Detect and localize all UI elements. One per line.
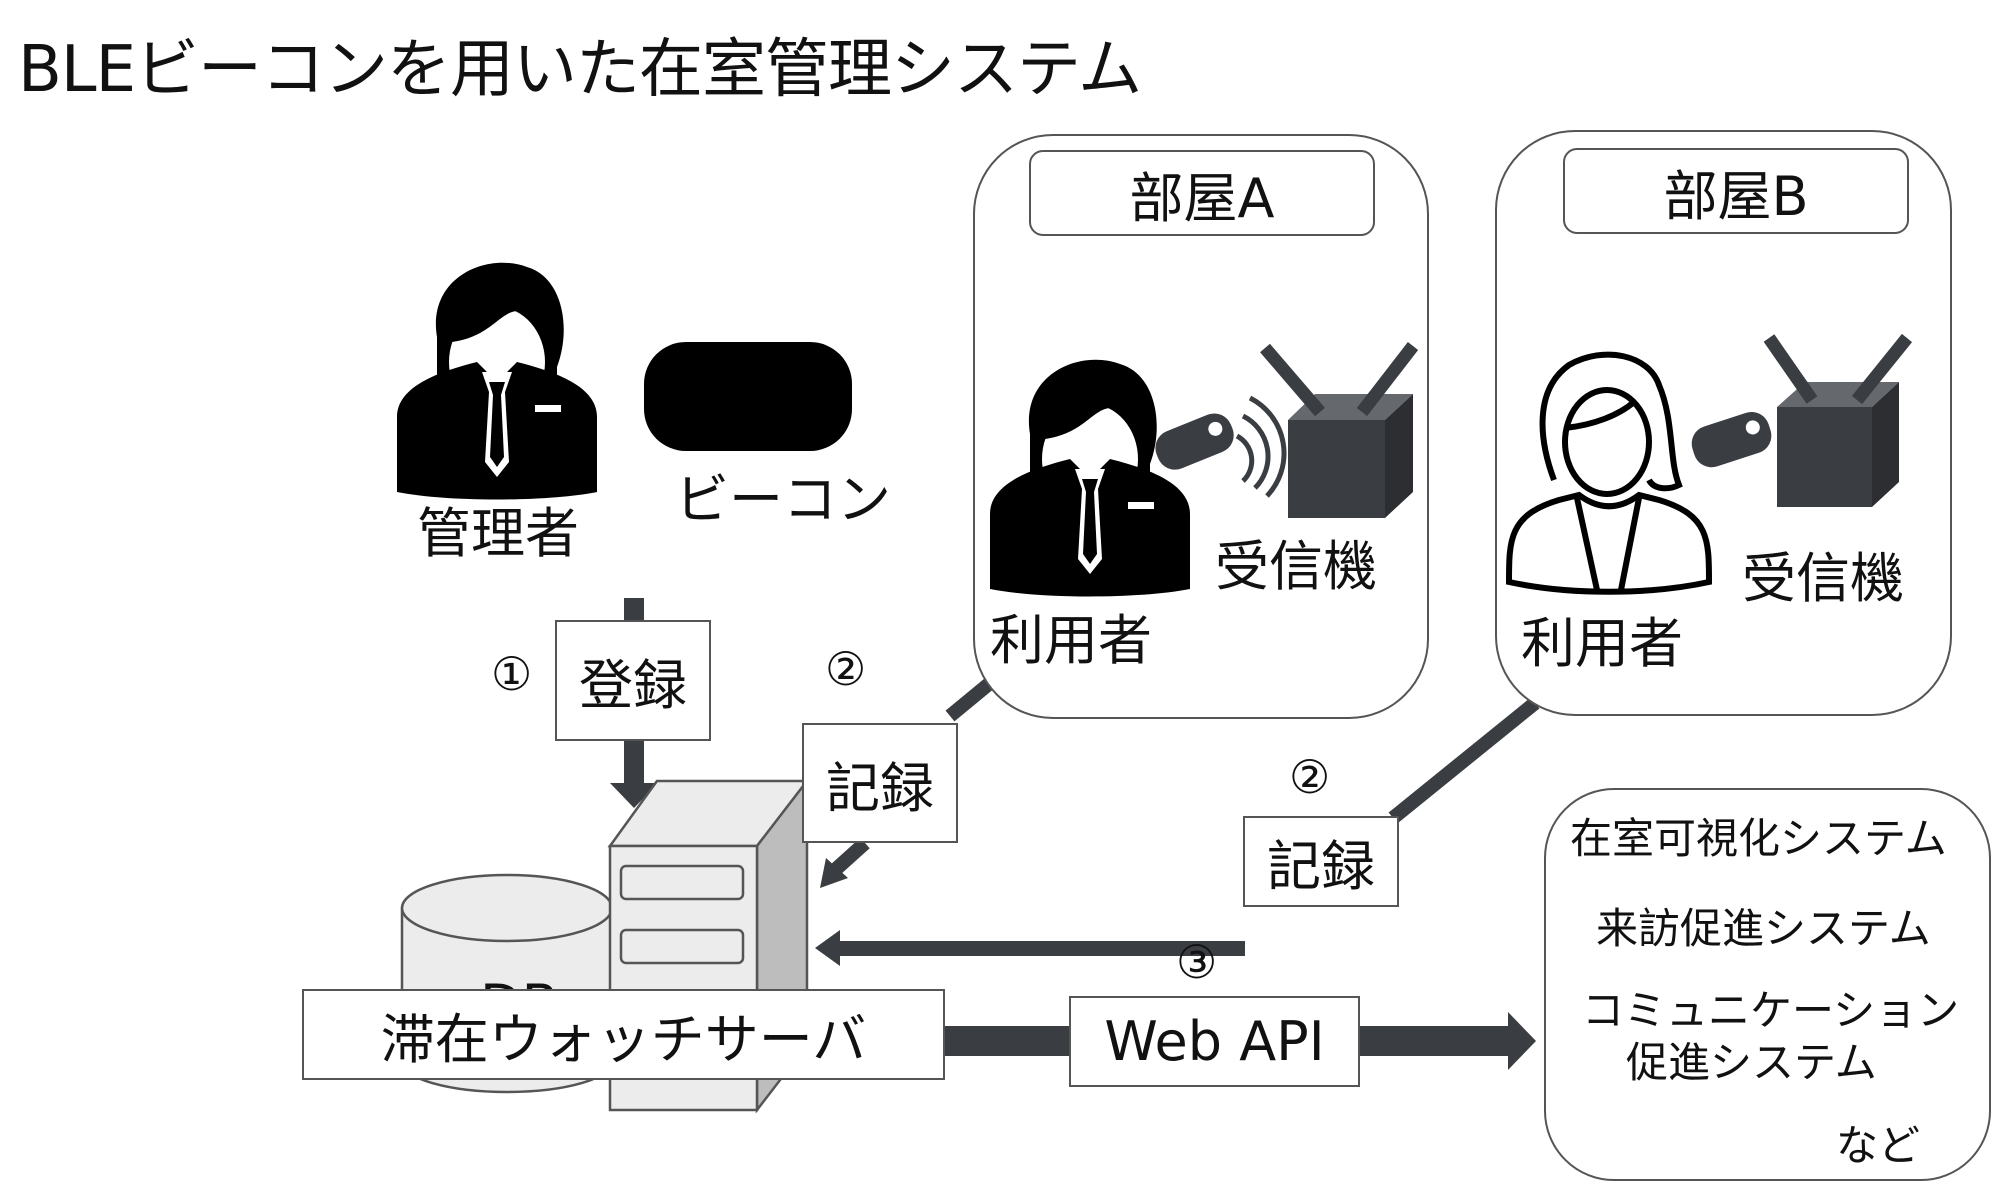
- room-b-graphics: [1505, 333, 1913, 595]
- record-a-label-box: 記録: [802, 723, 958, 843]
- diagram-title: BLEビーコンを用いた在室管理システム: [18, 33, 1142, 107]
- room-a-graphics: [990, 342, 1419, 597]
- arrow-record-b-to-server: [815, 930, 1245, 966]
- step-2b-number: ②: [1289, 750, 1331, 804]
- user-b-person-icon: [1505, 351, 1713, 595]
- beacon-icon: [644, 342, 852, 451]
- receiver-a-label: 受信機: [1215, 535, 1377, 598]
- user-a-person-icon: [990, 359, 1190, 597]
- receiver-b-label: 受信機: [1742, 547, 1904, 610]
- system-item: コミュニケーション: [1582, 986, 1960, 1035]
- system-item: 促進システム: [1626, 1038, 1877, 1087]
- webapi-label-box: Web API: [1069, 996, 1360, 1087]
- server-name-box: 滞在ウォッチサーバ: [302, 989, 945, 1080]
- step-1-number: ①: [491, 647, 533, 701]
- arrow-webapi: [945, 1012, 1536, 1070]
- connector-room-a: [945, 677, 995, 722]
- user-b-label: 利用者: [1521, 612, 1683, 675]
- step-3-number: ③: [1176, 935, 1218, 989]
- room-a-label: 部屋A: [1029, 150, 1375, 236]
- client-systems-box: 在室可視化システム 来訪促進システム コミュニケーション 促進システム など: [1544, 788, 1991, 1181]
- receiver-a-icon: [1260, 342, 1419, 518]
- beacon-label: ビーコン: [675, 468, 891, 531]
- room-b-label: 部屋B: [1563, 148, 1909, 234]
- system-item: 在室可視化システム: [1570, 814, 1947, 863]
- arrow-record-a-to-server: [820, 837, 870, 888]
- admin-label: 管理者: [417, 502, 579, 565]
- record-b-label-box: 記録: [1243, 816, 1399, 907]
- beacon-b-icon: [1691, 411, 1772, 468]
- room-b: 部屋B 受信機 利用者: [1495, 130, 1952, 716]
- step-2a-number: ②: [825, 642, 867, 696]
- room-a: 部屋A 受信機 利用者: [973, 134, 1429, 719]
- user-a-label: 利用者: [990, 609, 1152, 672]
- register-label-box: 登録: [555, 620, 711, 741]
- admin-person-icon: [397, 262, 597, 500]
- systems-etc: など: [1836, 1121, 1921, 1170]
- signal-waves-icon: [1235, 395, 1287, 498]
- beacon-a-icon: [1155, 413, 1234, 470]
- system-item: 来訪促進システム: [1596, 904, 1931, 953]
- receiver-b-icon: [1763, 333, 1913, 507]
- connector-room-b: [1388, 697, 1540, 824]
